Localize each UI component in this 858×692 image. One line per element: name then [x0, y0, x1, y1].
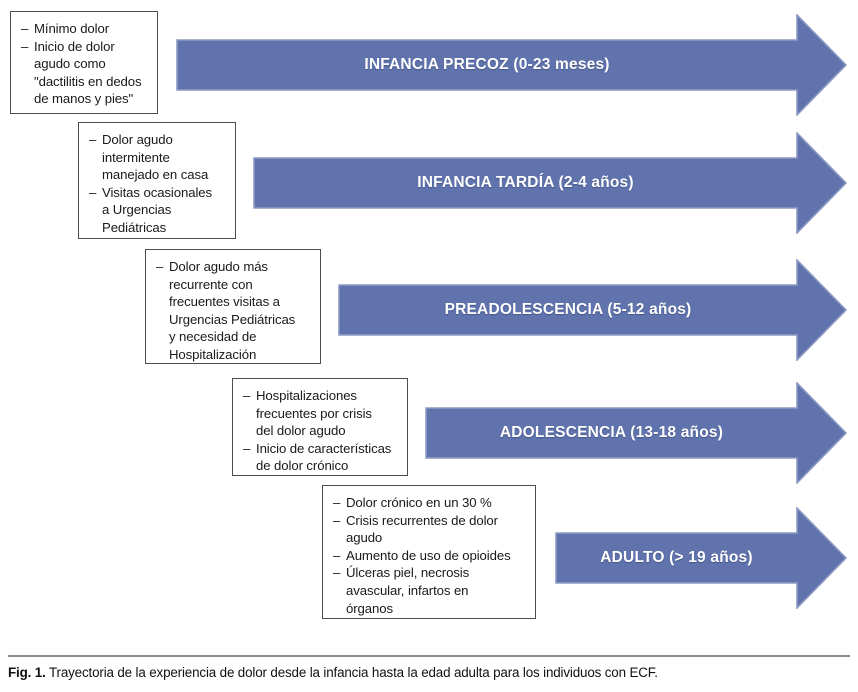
- bullet-text: Dolor agudo intermitente manejado en cas…: [102, 132, 209, 183]
- arrow-infancia-precoz: [176, 14, 848, 116]
- bullet-dash: –: [21, 21, 29, 36]
- bullet-dash: –: [21, 38, 29, 54]
- callout-infancia-tardia: –Dolor agudo intermitente manejado en ca…: [78, 122, 236, 239]
- bullet-item: –Dolor crónico en un 30 %: [333, 494, 526, 512]
- bullet-list: –Dolor agudo intermitente manejado en ca…: [89, 131, 226, 237]
- bullet-text: Dolor agudo más recurrente con frecuente…: [169, 259, 296, 362]
- callout-preadolescencia: –Dolor agudo más recurrente con frecuent…: [145, 249, 321, 364]
- bullet-dash: –: [333, 495, 341, 510]
- bullet-item: –Visitas ocasionales a Urgencias Pediátr…: [89, 184, 226, 237]
- bullet-dash: –: [333, 512, 341, 528]
- bullet-item: –Aumento de uso de opioides: [333, 547, 526, 565]
- bullet-dash: –: [89, 132, 97, 147]
- bullet-text: Úlceras piel, necrosis avascular, infart…: [346, 565, 470, 616]
- bullet-text: Mínimo dolor: [34, 21, 110, 36]
- bullet-list: –Mínimo dolor –Inicio de dolor agudo com…: [21, 20, 148, 108]
- bullet-list: –Dolor agudo más recurrente con frecuent…: [156, 258, 311, 364]
- bullet-list: –Dolor crónico en un 30 % –Crisis recurr…: [333, 494, 526, 617]
- bullet-item: –Mínimo dolor: [21, 20, 148, 38]
- arrow-adulto: [555, 507, 848, 609]
- bullet-list: –Hospitalizaciones frecuentes por crisis…: [243, 387, 398, 475]
- bullet-dash: –: [243, 440, 251, 456]
- callout-adolescencia: –Hospitalizaciones frecuentes por crisis…: [232, 378, 408, 476]
- arrow-label-infancia-precoz: INFANCIA PRECOZ (0-23 meses): [364, 56, 610, 73]
- arrow-label-adulto: ADULTO (> 19 años): [600, 549, 753, 566]
- bullet-text: Hospitalizaciones frecuentes por crisis …: [256, 388, 372, 439]
- figure-caption-label: Fig. 1.: [8, 665, 46, 680]
- bullet-item: –Inicio de características de dolor crón…: [243, 440, 398, 475]
- bullet-dash: –: [243, 388, 251, 403]
- arrow-label-preadolescencia: PREADOLESCENCIA (5-12 años): [444, 301, 692, 318]
- callout-infancia-precoz: –Mínimo dolor –Inicio de dolor agudo com…: [10, 11, 158, 114]
- bullet-text: Aumento de uso de opioides: [346, 547, 511, 563]
- figure-caption: Fig. 1. Trayectoria de la experiencia de…: [8, 664, 850, 682]
- bullet-item: –Crisis recurrentes de dolor agudo: [333, 512, 526, 547]
- bullet-text: Dolor crónico en un 30 %: [346, 495, 492, 510]
- arrow-preadolescencia: [338, 259, 848, 361]
- bullet-item: –Dolor agudo más recurrente con frecuent…: [156, 258, 311, 364]
- bullet-item: –Dolor agudo intermitente manejado en ca…: [89, 131, 226, 184]
- bullet-item: –Úlceras piel, necrosis avascular, infar…: [333, 564, 526, 617]
- caption-divider: [8, 655, 850, 657]
- bullet-text: Crisis recurrentes de dolor agudo: [346, 512, 498, 546]
- bullet-dash: –: [333, 565, 341, 581]
- bullet-item: –Hospitalizaciones frecuentes por crisis…: [243, 387, 398, 440]
- arrow-label-adolescencia: ADOLESCENCIA (13-18 años): [499, 424, 724, 441]
- bullet-text: Inicio de características de dolor cróni…: [256, 440, 392, 474]
- callout-adulto: –Dolor crónico en un 30 % –Crisis recurr…: [322, 485, 536, 619]
- bullet-dash: –: [156, 259, 164, 274]
- bullet-text: Inicio de dolor agudo como "dactilitis e…: [34, 38, 142, 107]
- bullet-item: –Inicio de dolor agudo como "dactilitis …: [21, 38, 148, 108]
- bullet-text: Visitas ocasionales a Urgencias Pediátri…: [102, 184, 213, 235]
- bullet-dash: –: [89, 184, 97, 200]
- figure-caption-text: Trayectoria de la experiencia de dolor d…: [48, 665, 658, 680]
- bullet-dash: –: [333, 547, 341, 563]
- arrow-label-infancia-tardia: INFANCIA TARDÍA (2-4 años): [417, 174, 634, 191]
- arrow-infancia-tardia: [253, 132, 848, 234]
- arrow-adolescencia: [425, 382, 848, 484]
